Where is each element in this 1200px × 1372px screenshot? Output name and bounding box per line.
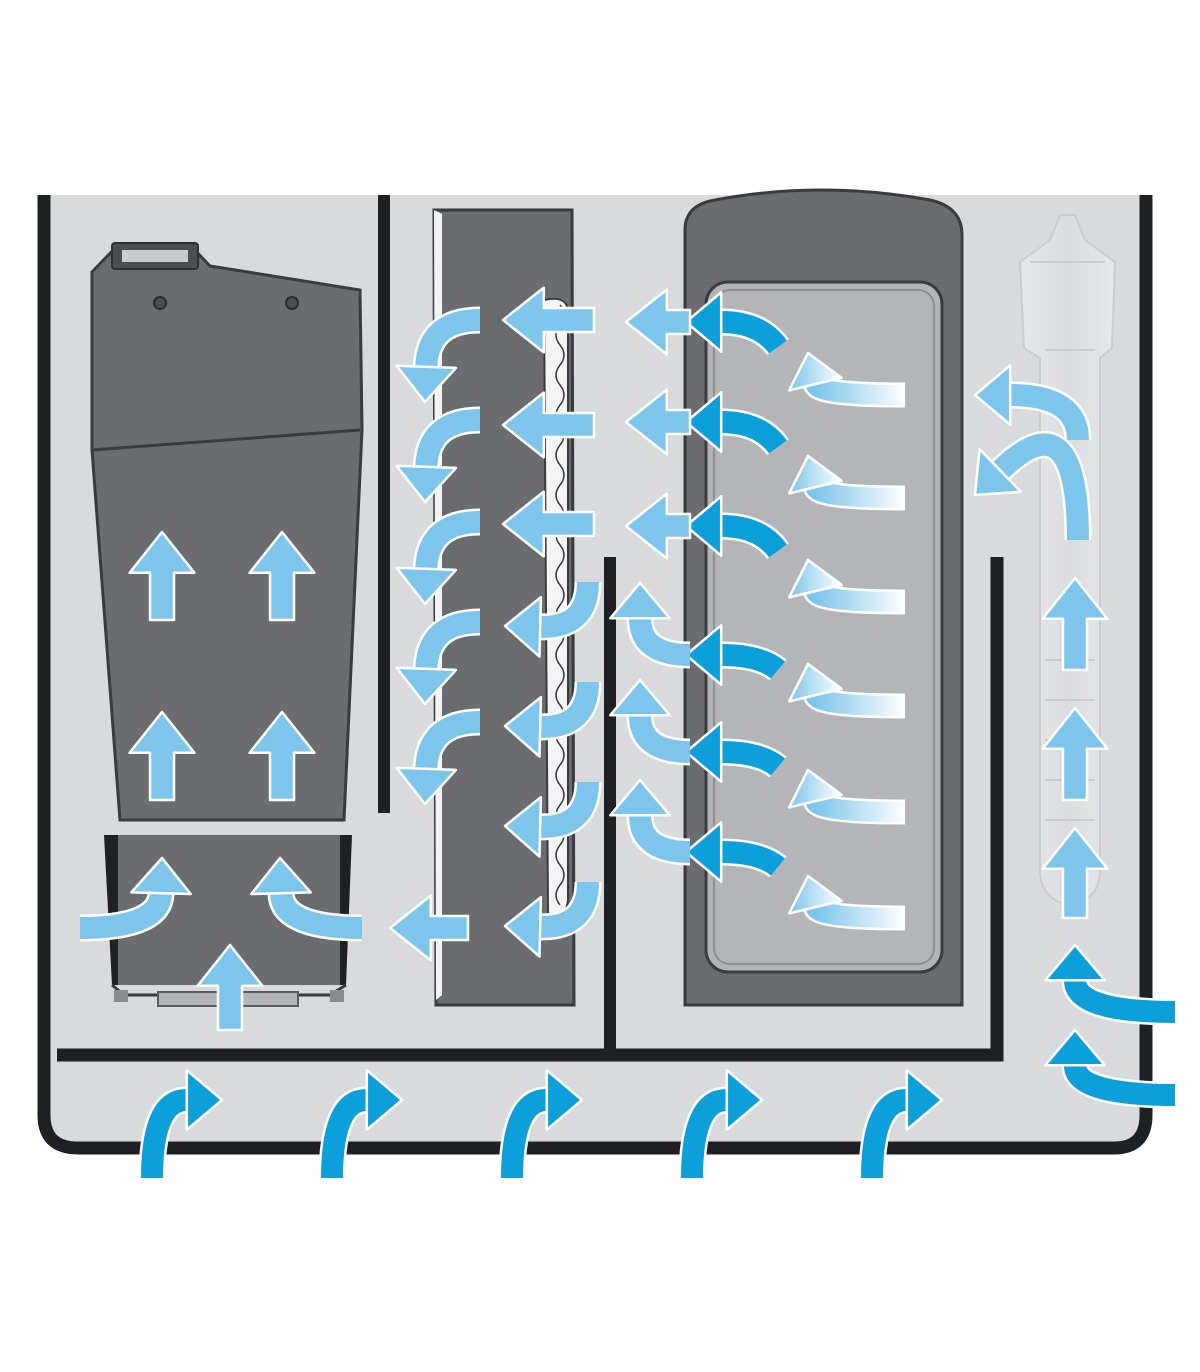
- media-outflow-strong-icon: [684, 624, 787, 686]
- sponge-curved-inflow-arrow-icon: [503, 781, 602, 858]
- media-inflow-arrow-icon: [787, 874, 906, 931]
- heater-up-arrow-icon: [1041, 826, 1109, 920]
- sponge-down-arrow-icon: [395, 508, 481, 606]
- media-outflow-arrow-icon: [624, 388, 692, 456]
- media-outflow-arrow-icon: [624, 492, 692, 560]
- pump-side-intake-arrow-icon: [250, 856, 363, 942]
- media-inflow-arrow-icon: [787, 768, 906, 825]
- media-inflow-arrow-icon: [787, 351, 906, 408]
- pump-side-intake-arrow-icon: [79, 856, 192, 942]
- bottom-channel-wall: [57, 557, 1004, 1062]
- flow-arrows: [79, 286, 1176, 1179]
- media-outflow-strong-icon: [684, 821, 787, 883]
- pump-intake-arrow-icon: [196, 943, 264, 1032]
- outer-wall: [37, 195, 1153, 1155]
- media-outflow-arrow-icon: [624, 288, 692, 356]
- media-curved-outflow-arrow-icon: [609, 678, 691, 766]
- media-outflow-strong-icon: [684, 721, 787, 783]
- media-inflow-arrow-icon: [787, 558, 906, 615]
- media-outflow-strong-icon: [684, 391, 789, 456]
- heater-outflow-arrow-icon: [973, 431, 1092, 541]
- media-curved-outflow-arrow-icon: [609, 778, 691, 866]
- sponge-exit-arrow-icon: [388, 894, 470, 962]
- water-entry-arrow-icon: [1044, 943, 1176, 1026]
- sponge-inflow-arrow-icon: [501, 391, 596, 459]
- sponge-down-arrow-icon: [395, 608, 481, 706]
- sponge-curved-inflow-arrow-icon: [503, 581, 602, 658]
- heater-up-arrow-icon: [1041, 706, 1109, 802]
- pump-up-arrow-icon: [128, 530, 196, 622]
- bottom-channel-arrow-icon: [138, 1069, 224, 1179]
- media-outflow-strong-icon: [684, 291, 789, 356]
- sponge-curved-inflow-arrow-icon: [503, 881, 602, 958]
- sponge-inflow-arrow-icon: [501, 286, 596, 354]
- bottom-channel-arrow-icon: [678, 1069, 764, 1179]
- pump-up-arrow-icon: [248, 530, 316, 622]
- media-curved-outflow-arrow-icon: [609, 581, 691, 669]
- sponge-inflow-arrow-icon: [501, 490, 596, 558]
- bottom-channel-arrow-icon: [858, 1069, 944, 1179]
- water-entry-arrow-icon: [1044, 1028, 1176, 1109]
- heater-up-arrow-icon: [1041, 576, 1109, 672]
- sponge-down-arrow-icon: [395, 708, 481, 806]
- bottom-channel-arrow-icon: [318, 1069, 404, 1179]
- media-inflow-arrow-icon: [787, 454, 906, 511]
- bottom-channel-arrow-icon: [498, 1069, 584, 1179]
- pump-up-arrow-icon: [128, 710, 196, 802]
- media-outflow-strong-icon: [684, 495, 789, 560]
- sponge-curved-inflow-arrow-icon: [503, 681, 602, 758]
- pump-up-arrow-icon: [248, 710, 316, 802]
- sponge-down-arrow-icon: [395, 306, 481, 404]
- heater-outflow-arrow-icon: [973, 364, 1092, 441]
- pump-icon: [90, 242, 364, 1007]
- sponge-down-arrow-icon: [395, 406, 481, 504]
- media-inflow-arrow-icon: [787, 662, 906, 719]
